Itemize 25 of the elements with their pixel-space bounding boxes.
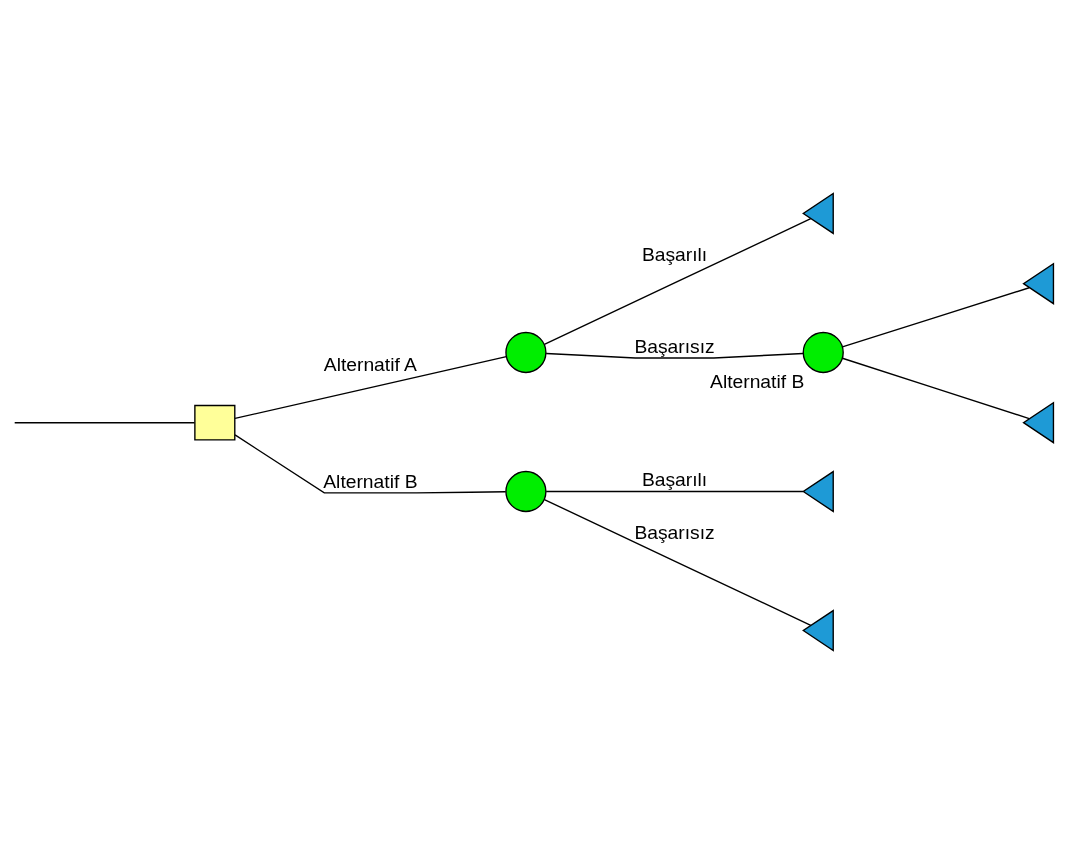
edge-label: Başarılı	[641, 243, 708, 265]
edge-label: Başarılı	[641, 468, 708, 490]
connector	[545, 490, 804, 492]
node-triangle	[802, 608, 834, 652]
node-circle	[505, 470, 547, 512]
connector	[234, 433, 507, 494]
node-triangle	[1022, 261, 1055, 305]
connector	[234, 355, 508, 419]
node-label: Alternatif B	[710, 370, 805, 392]
connector	[543, 498, 812, 626]
connector	[841, 357, 1030, 419]
node-box	[194, 404, 236, 441]
node-circle	[505, 331, 547, 373]
edge-label: Alternatif B	[323, 470, 418, 492]
connector	[841, 286, 1030, 348]
node-circle	[802, 331, 844, 373]
connector	[543, 217, 812, 345]
node-triangle	[802, 469, 834, 513]
edge-label: Başarısız	[634, 335, 715, 357]
node-triangle	[1022, 400, 1055, 444]
connector	[14, 421, 196, 423]
edge-label: Başarısız	[634, 521, 715, 543]
edge-label: Alternatif A	[323, 353, 417, 375]
connector	[545, 352, 804, 359]
node-triangle	[802, 191, 834, 235]
